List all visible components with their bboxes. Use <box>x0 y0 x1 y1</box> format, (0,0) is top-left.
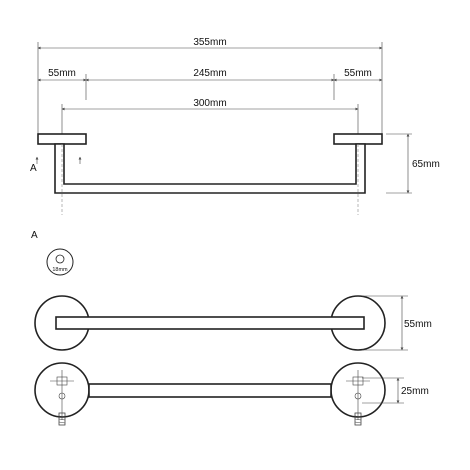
dim-bar-thickness-label: 25mm <box>401 386 429 397</box>
dim-projection-label: 65mm <box>412 159 440 170</box>
dimension-overall: 355mm <box>37 37 383 134</box>
dim-left-rosette-label: 55mm <box>48 68 76 79</box>
detail-a-size-label: 18mm <box>52 267 68 273</box>
front-view <box>34 295 386 351</box>
bar-front <box>55 316 365 330</box>
bar-top <box>54 143 366 194</box>
left-fixing <box>50 370 74 426</box>
detail-a: A 18mm <box>31 230 74 276</box>
right-fixing <box>346 370 370 426</box>
right-rosette-top <box>333 133 383 145</box>
dimension-projection: 65mm <box>386 133 440 194</box>
bar-mount <box>88 383 332 398</box>
dimension-rosette-diameter: 55mm <box>362 295 432 351</box>
dim-right-rosette-label: 55mm <box>344 68 372 79</box>
dim-bar-span-label: 245mm <box>193 68 226 79</box>
dim-centres-label: 300mm <box>193 98 226 109</box>
dimension-sections: 55mm 245mm 55mm <box>37 68 383 100</box>
detail-a-label: A <box>31 230 38 241</box>
dimension-centres: 300mm <box>61 98 359 134</box>
mounting-view <box>34 362 386 426</box>
section-marker-a: A <box>30 163 37 174</box>
top-view: A <box>30 133 383 215</box>
dim-overall-label: 355mm <box>193 37 226 48</box>
dimension-bar-thickness: 25mm <box>362 377 429 404</box>
dim-rosette-diameter-label: 55mm <box>404 319 432 330</box>
left-rosette-top <box>37 133 87 145</box>
detail-a-inner-circle <box>55 254 65 264</box>
